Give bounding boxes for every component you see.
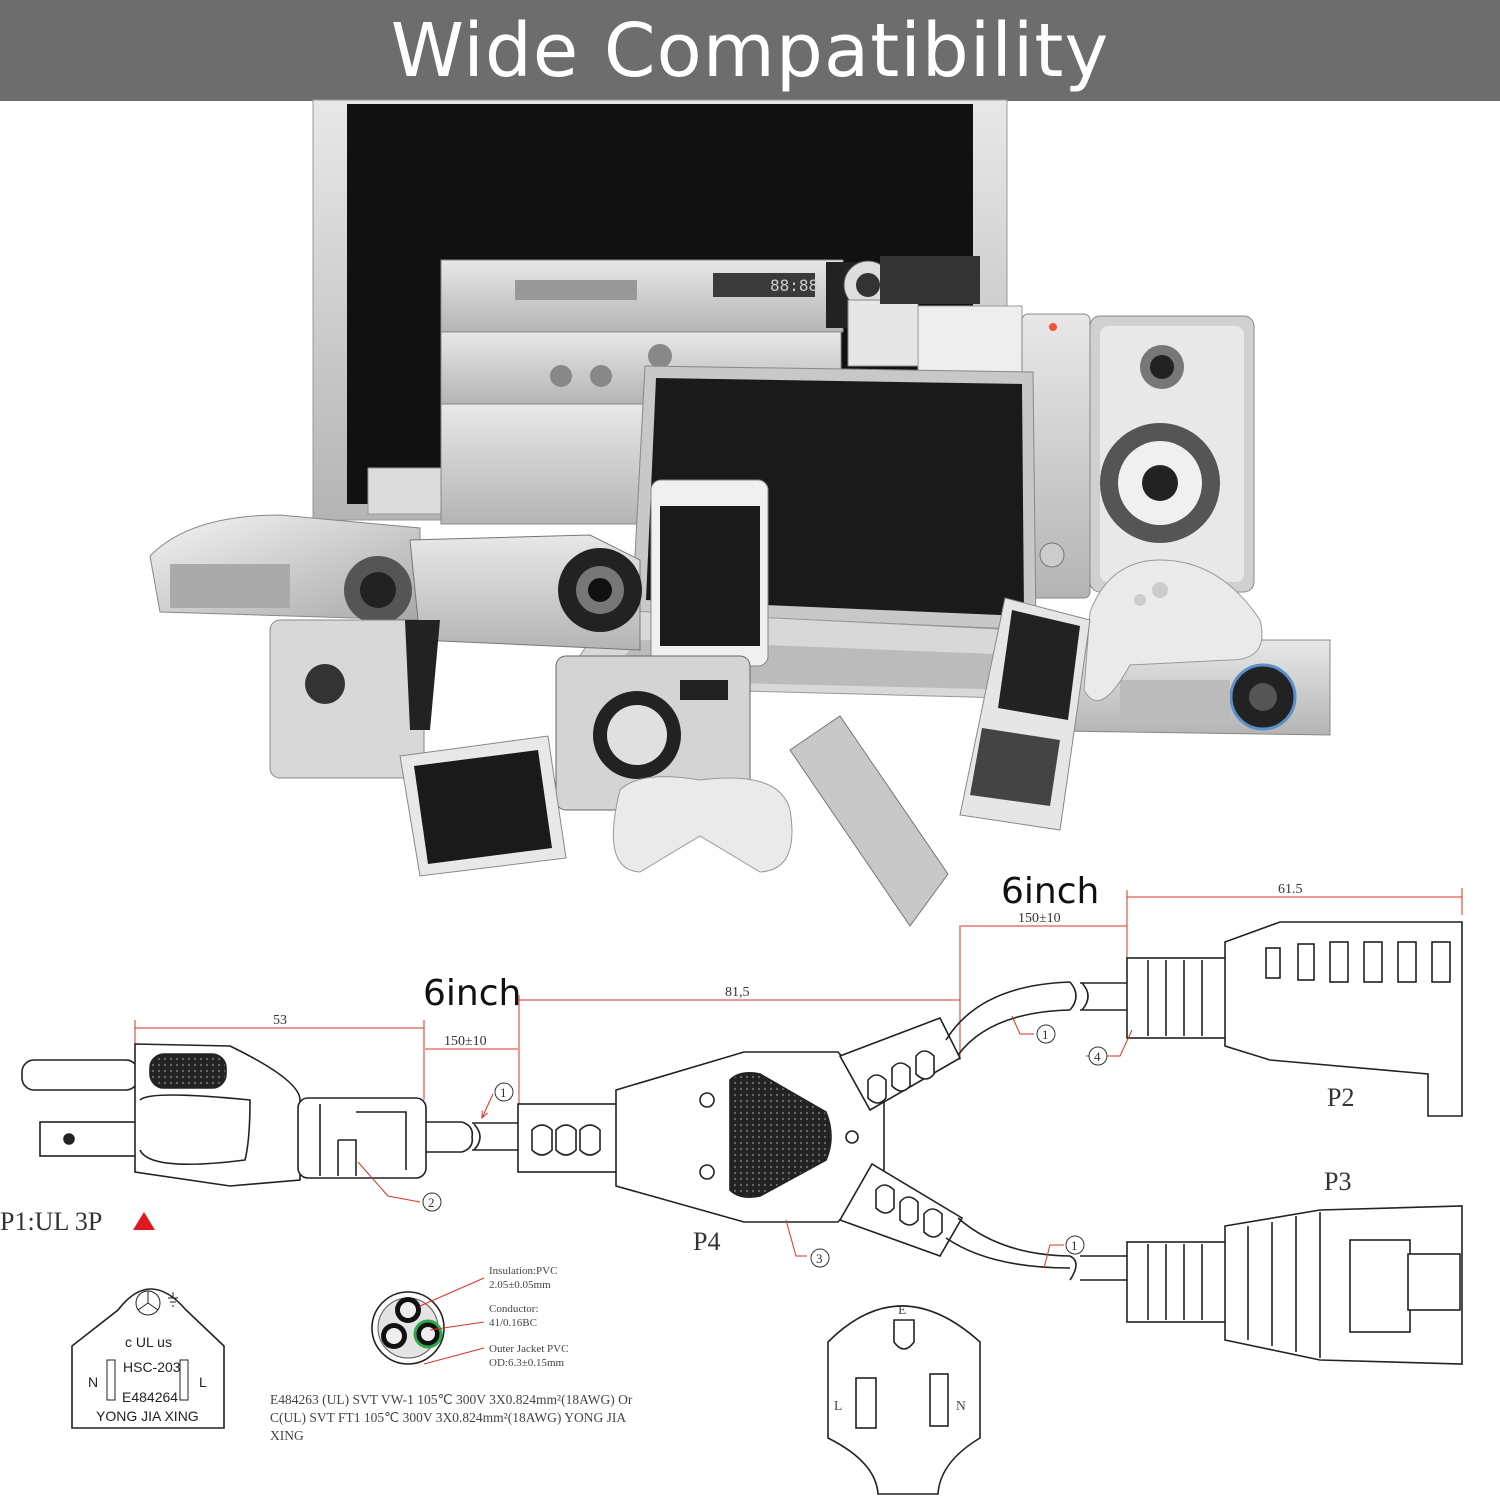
callout-leaders: [357, 1015, 1133, 1269]
gamepad-icon: [1083, 559, 1263, 701]
cable-jacket: Outer Jacket PVC: [489, 1343, 568, 1355]
p2-label: P2: [1327, 1083, 1354, 1112]
dim-plug-length: 53: [273, 1013, 287, 1028]
callout-1b: 1: [1036, 1024, 1056, 1044]
spec-line-1: E484263 (UL) SVT VW-1 105℃ 300V 3X0.824m…: [270, 1392, 633, 1407]
ul-model: HSC-203: [123, 1359, 181, 1375]
p1-label: P1:UL 3P: [0, 1207, 102, 1236]
p3-connector-drawing: [1126, 1205, 1463, 1365]
ul-n: N: [88, 1374, 98, 1390]
cable-conductor-value: 41/0.16BC: [489, 1317, 537, 1329]
svg-text:88:88: 88:88: [770, 276, 818, 295]
callout-1a: 1: [494, 1082, 514, 1102]
ul-file: E484264: [122, 1389, 178, 1405]
outlet-n: N: [956, 1398, 966, 1413]
video-camera-icon: [405, 534, 642, 730]
outlet-l: L: [834, 1398, 842, 1413]
svg-text:3: 3: [816, 1251, 823, 1266]
p4-hub-drawing: [517, 1016, 964, 1257]
cable-jacket-value: OD:6.3±0.15mm: [489, 1357, 565, 1369]
flip-screen-icon: [399, 715, 949, 927]
dim-main-length: 81,5: [725, 985, 750, 1000]
callout-3: 3: [810, 1248, 830, 1268]
six-inch-label-left: 6inch: [423, 973, 521, 1014]
spec-line-3: XING: [270, 1428, 304, 1443]
dim-p2-length: 61.5: [1278, 882, 1303, 897]
subwoofer-icon: [269, 619, 425, 779]
smartphone-icon: [650, 479, 769, 667]
outlet-e: E: [898, 1302, 906, 1317]
left-projector-icon: [149, 514, 421, 624]
outlet-face-drawing: [827, 1305, 981, 1495]
banner-title: Wide Compatibility: [390, 7, 1110, 94]
p2-connector-drawing: [1126, 921, 1463, 1117]
ul-plug-face-mark: c UL us HSC-203 E484264 YONG JIA XING N …: [71, 1288, 225, 1429]
compact-camera-icon: [555, 655, 751, 811]
speaker-icon: [1021, 313, 1255, 599]
ul-maker: YONG JIA XING: [96, 1408, 199, 1424]
dimension-lines: [134, 888, 1463, 1108]
electronics-illustration: 88:88: [149, 99, 1331, 927]
svg-text:2: 2: [428, 1195, 435, 1210]
callout-4: 4: [1088, 1046, 1108, 1066]
branch-cords: [945, 981, 1127, 1281]
ul-cert: c UL us: [125, 1334, 172, 1350]
six-inch-label-right: 6inch: [1001, 871, 1099, 912]
svg-text:4: 4: [1094, 1049, 1101, 1064]
dim-plug-cord: 150±10: [444, 1034, 487, 1049]
svg-text:1: 1: [500, 1085, 507, 1100]
p3-label: P3: [1324, 1167, 1351, 1196]
svg-text:1: 1: [1042, 1027, 1049, 1042]
mobile-phone-icon: [959, 597, 1091, 831]
gamepad-bottom-icon: [612, 776, 793, 873]
cable-insulation-value: 2.05±0.05mm: [489, 1279, 551, 1291]
dim-branch-cord: 150±10: [1018, 911, 1061, 926]
cable-cross-section: [371, 1277, 485, 1365]
cable-insulation: Insulation:PVC: [489, 1265, 557, 1277]
svg-text:1: 1: [1071, 1238, 1078, 1253]
p1-plug-drawing: [21, 1043, 427, 1187]
p4-label: P4: [693, 1227, 720, 1256]
spec-line-2: C(UL) SVT FT1 105℃ 300V 3X0.824mm²(18AWG…: [270, 1410, 626, 1425]
ul-l: L: [199, 1374, 207, 1390]
callout-2: 2: [422, 1192, 442, 1212]
title-banner: Wide Compatibility: [0, 0, 1500, 101]
warning-triangle-icon: [133, 1212, 155, 1230]
cord-segments: [426, 1121, 519, 1153]
callout-1c: 1: [1065, 1235, 1085, 1255]
camcorder-icon: [826, 256, 1023, 377]
cable-conductor: Conductor:: [489, 1303, 539, 1315]
